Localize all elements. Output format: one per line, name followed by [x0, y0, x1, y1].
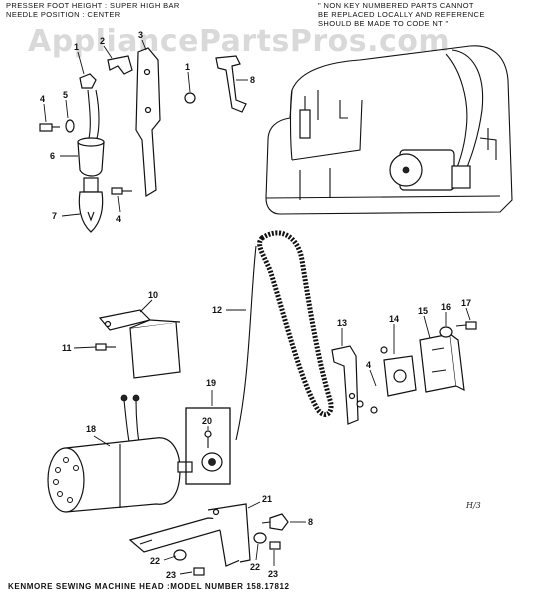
callout-15: 15 — [418, 306, 428, 316]
callout-1-right: 1 — [185, 62, 190, 72]
callout-11: 11 — [62, 343, 72, 353]
callout-23-right: 23 — [268, 569, 278, 579]
base-bracket-21 — [128, 503, 251, 567]
callout-6: 6 — [50, 151, 55, 161]
bulb-7 — [78, 177, 104, 233]
header-note-line-2: BE REPLACED LOCALLY AND REFERENCE — [318, 10, 485, 19]
callout-4-mid: 4 — [116, 214, 121, 224]
callout-5: 5 — [63, 90, 68, 100]
screw-4-washer-5 — [39, 119, 75, 133]
screw-17 — [455, 321, 477, 330]
lamp-wire — [87, 89, 100, 143]
callout-4-bracket: 4 — [366, 360, 371, 370]
callout-23-left: 23 — [166, 570, 176, 580]
callout-20: 20 — [202, 416, 212, 426]
callout-3: 3 — [138, 30, 143, 40]
callout-8-bottom: 8 — [308, 517, 313, 527]
callout-16: 16 — [441, 302, 451, 312]
bracket-14 — [380, 346, 417, 397]
header-note-line-3: SHOULD BE MADE TO CODE NT " — [318, 19, 449, 28]
washer-22-left — [173, 549, 187, 561]
header-needle-position: NEEDLE POSITION : CENTER — [6, 10, 121, 19]
callout-8-top: 8 — [250, 75, 255, 85]
watermark: AppliancePartsPros.com — [28, 24, 451, 59]
screws-4-bracket — [348, 392, 378, 414]
callout-14: 14 — [389, 314, 399, 324]
callouts: 1 2 3 1 4 5 6 7 4 8 10 11 12 13 14 15 16… — [40, 30, 481, 580]
callout-2: 2 — [100, 36, 105, 46]
bracket-13 — [331, 345, 359, 425]
callout-22-left: 22 — [150, 556, 160, 566]
callout-22-right: 22 — [250, 562, 260, 572]
screw-23-left — [193, 567, 205, 576]
part-1-nut-left — [79, 73, 97, 89]
machine-head — [265, 45, 513, 215]
screw-4-lower — [111, 187, 132, 195]
screw-23-right — [269, 541, 281, 550]
callout-13: 13 — [337, 318, 347, 328]
header-presser-foot: PRESSER FOOT HEIGHT : SUPER HIGH BAR — [6, 1, 180, 10]
callout-19: 19 — [206, 378, 216, 388]
callout-1-left: 1 — [74, 42, 79, 52]
callout-21: 21 — [262, 494, 272, 504]
socket-6 — [77, 137, 105, 177]
bracket-3 — [135, 47, 161, 198]
bracket-15 — [419, 333, 465, 393]
part-8-top — [215, 55, 247, 113]
washer-22-right — [253, 532, 267, 544]
annotation-h3: H/3 — [465, 501, 481, 510]
callout-12: 12 — [212, 305, 222, 315]
leader-lines — [43, 39, 471, 575]
motor-18 — [47, 394, 193, 513]
callout-17: 17 — [461, 298, 471, 308]
screw-11 — [95, 343, 116, 351]
belt-12 — [235, 230, 334, 441]
part-1-nut-right — [184, 92, 196, 104]
part-2-bracket — [107, 55, 133, 75]
pulley-group-19 — [185, 407, 231, 485]
screw-8-lower — [261, 513, 289, 531]
part-10-block — [98, 309, 181, 379]
callout-10: 10 — [148, 290, 158, 300]
callout-4-top: 4 — [40, 94, 45, 104]
header-note-line-1: " NON KEY NUMBERED PARTS CANNOT — [318, 1, 474, 10]
callout-7: 7 — [52, 211, 57, 221]
model-footer: KENMORE SEWING MACHINE HEAD :MODEL NUMBE… — [8, 582, 290, 591]
washer-16 — [439, 326, 453, 338]
callout-18: 18 — [86, 424, 96, 434]
